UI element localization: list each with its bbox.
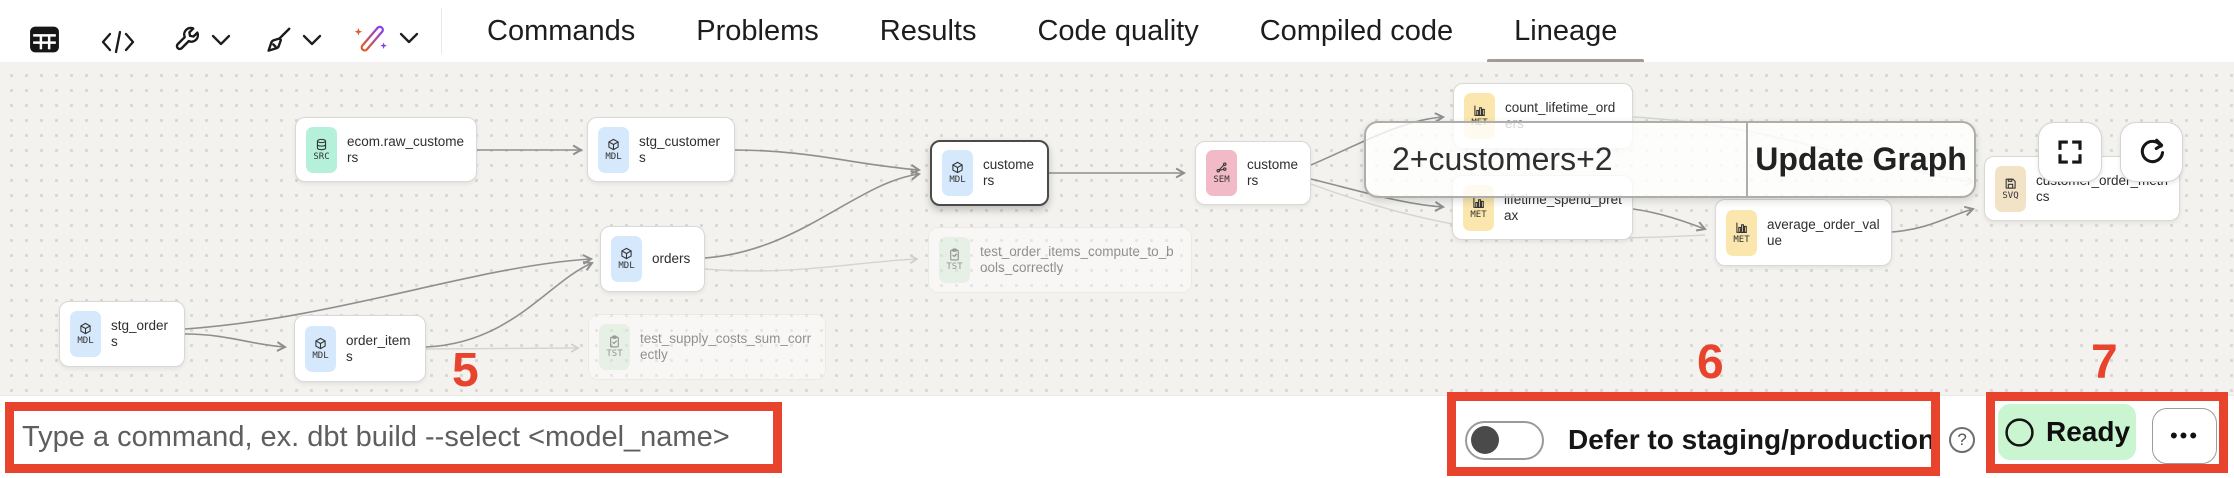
code-icon (101, 30, 135, 54)
ai-assist-button[interactable] (352, 14, 420, 62)
update-graph-button[interactable]: Update Graph (1755, 141, 1967, 177)
refresh-button[interactable] (2120, 122, 2183, 182)
node-test-order-items-compute[interactable]: TST test_order_items_compute_to_bools_co… (928, 227, 1192, 293)
model-badge: MDL (598, 126, 629, 173)
command-input[interactable] (22, 412, 766, 463)
tab-commands[interactable]: Commands (487, 14, 636, 47)
annotation-step-5: 5 (452, 344, 479, 397)
model-badge: MDL (942, 150, 973, 196)
build-tools-button[interactable] (172, 16, 232, 64)
test-badge: TST (599, 324, 630, 370)
fullscreen-icon (2058, 140, 2082, 164)
node-model-stg-customers[interactable]: MDL stg_customers (587, 117, 735, 182)
toolbar-divider (441, 8, 442, 54)
node-test-supply-costs[interactable]: TST test_supply_costs_sum_correctly (588, 314, 826, 380)
model-badge: MDL (305, 325, 336, 372)
saved-query-badge: SVQ (1995, 165, 2026, 212)
cleanup-button[interactable] (263, 16, 323, 64)
status-label: Ready (2045, 416, 2131, 447)
cube-icon (80, 322, 91, 335)
wrench-icon (175, 26, 200, 51)
cube-icon (621, 247, 632, 260)
annotation-box-defer-toggle (1447, 392, 1940, 476)
panel-header: Commands Problems Results Code quality C… (0, 0, 2234, 66)
refresh-icon (2140, 138, 2164, 164)
chevron-down-icon (399, 32, 419, 44)
source-badge: SRC (306, 126, 337, 173)
annotation-box-command-input (5, 402, 782, 473)
lineage-canvas[interactable]: SRC ecom.raw_customers MDL stg_customers… (0, 62, 2234, 395)
chevron-down-icon (302, 34, 322, 46)
bar-chart-icon (1736, 222, 1747, 233)
annotation-step-7: 7 (2091, 336, 2118, 389)
annotation-step-6: 6 (1697, 336, 1724, 389)
broom-icon (267, 27, 291, 52)
panel-tabs: Commands Problems Results Code quality C… (487, 0, 1645, 66)
selector-input[interactable]: 2+customers+2 (1392, 141, 1613, 177)
tab-lineage[interactable]: Lineage (1487, 0, 1645, 66)
fullscreen-button[interactable] (2038, 122, 2102, 182)
cube-icon (952, 161, 963, 174)
annotation-box-status (1986, 392, 2228, 473)
help-icon[interactable]: ? (1949, 427, 1976, 453)
tab-code-quality[interactable]: Code quality (1037, 14, 1199, 47)
floppy-save-icon (2005, 178, 2016, 189)
metric-badge: MET (1726, 209, 1757, 256)
test-badge: TST (939, 237, 970, 283)
more-menu-button[interactable]: ••• (2152, 408, 2217, 464)
node-source-ecom-raw-customers[interactable]: SRC ecom.raw_customers (295, 117, 477, 182)
selector-divider (1746, 123, 1748, 196)
status-circle-icon (2005, 417, 2034, 447)
code-view-button[interactable] (100, 18, 136, 66)
model-badge: MDL (611, 236, 642, 282)
chevron-down-icon (211, 34, 231, 46)
bar-chart-icon (1473, 197, 1484, 208)
node-model-customers-selected[interactable]: MDL customers (930, 140, 1049, 206)
clipboard-check-icon (950, 248, 959, 261)
semantic-badge: SEM (1206, 150, 1237, 196)
magic-pen-icon (354, 25, 387, 52)
clipboard-check-icon (610, 335, 619, 348)
defer-label: Defer to staging/production (1568, 424, 1936, 455)
more-icon: ••• (2169, 423, 2200, 448)
bar-chart-icon (1474, 105, 1485, 116)
status-ready-button[interactable]: Ready (1998, 404, 2136, 460)
semantic-layer-icon (1216, 162, 1227, 173)
defer-group: Defer to staging/production ? (1465, 418, 1976, 462)
node-metric-average-order-value[interactable]: MET average_order_value (1715, 199, 1892, 266)
table-icon (30, 26, 59, 52)
table-view-button[interactable] (28, 15, 61, 63)
tab-compiled-code[interactable]: Compiled code (1259, 14, 1454, 47)
node-model-orders[interactable]: MDL orders (600, 226, 705, 292)
defer-toggle[interactable] (1465, 420, 1544, 460)
node-model-stg-orders[interactable]: MDL stg_orders (59, 301, 185, 367)
model-badge: MDL (70, 311, 101, 357)
tab-problems[interactable]: Problems (696, 14, 819, 47)
cube-icon (608, 138, 619, 150)
tab-results[interactable]: Results (879, 14, 977, 47)
cube-icon (315, 337, 326, 349)
node-model-order-items[interactable]: MDL order_items (294, 315, 426, 382)
lineage-selector: 2+customers+2 Update Graph (1364, 121, 1976, 198)
database-icon (316, 138, 327, 150)
node-semantic-customers[interactable]: SEM customers (1195, 141, 1311, 205)
toggle-knob (1471, 426, 1499, 454)
